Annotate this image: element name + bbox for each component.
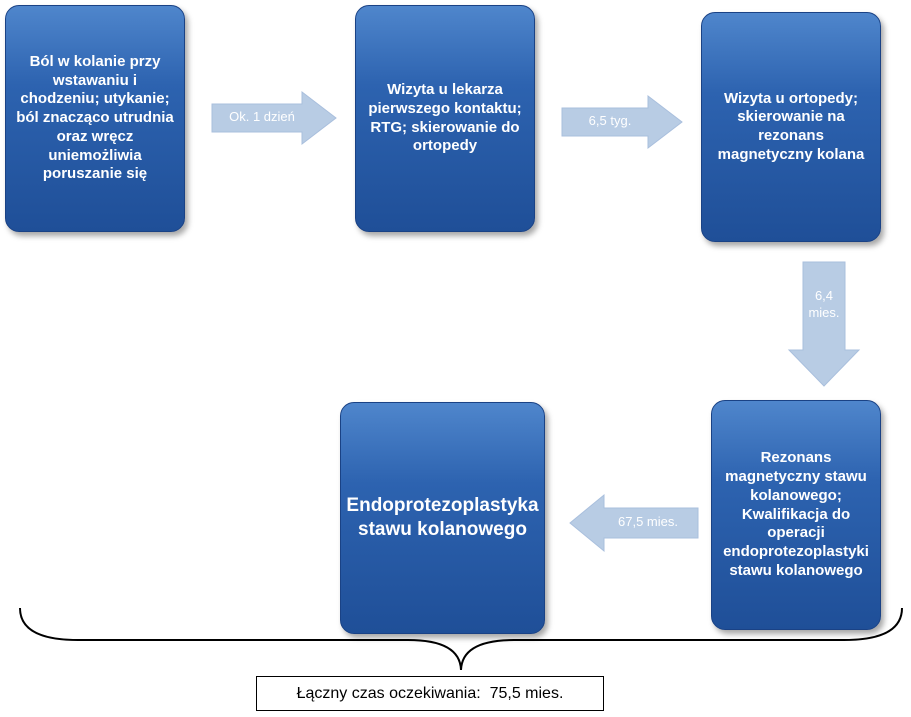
- arrow-mri-to-endoprosthesis-label: 67,5 mies.: [618, 514, 678, 529]
- step-box-pain: Ból w kolanie przy wstawaniu i chodzeniu…: [5, 5, 185, 232]
- arrow-orthopedist-to-mri: 6,4 mies.: [787, 261, 861, 387]
- total-waiting-time-text: Łączny czas oczekiwania: 75,5 mies.: [296, 684, 564, 702]
- arrow-mri-to-endoprosthesis: 67,5 mies.: [569, 493, 699, 553]
- step-endoprosthesis-text: Endoprotezoplastyka stawu kolanowego: [346, 495, 539, 540]
- step-box-mri-qualification: Rezonans magnetyczny stawu kolanowego; K…: [711, 400, 881, 630]
- curly-brace: [19, 607, 903, 671]
- step-box-endoprosthesis: Endoprotezoplastyka stawu kolanowego: [340, 402, 545, 634]
- step-pain-text: Ból w kolanie przy wstawaniu i chodzeniu…: [16, 52, 174, 183]
- arrow-right-shape: [561, 94, 683, 150]
- arrow-pain-to-gp: Ok. 1 dzień: [211, 90, 337, 146]
- step-gp-visit-text: Wizyta u lekarza pierwszego kontaktu; RT…: [368, 81, 522, 155]
- arrow-down-shape: [787, 261, 861, 387]
- arrow-gp-to-orthopedist-label: 6,5 tyg.: [588, 113, 632, 128]
- step-orthopedist-visit-text: Wizyta u ortopedy; skierowanie na rezona…: [717, 89, 865, 163]
- step-mri-qualification-text: Rezonans magnetyczny stawu kolanowego; K…: [723, 449, 869, 579]
- step-box-orthopedist-visit: Wizyta u ortopedy; skierowanie na rezona…: [701, 12, 881, 242]
- arrow-pain-to-gp-label: Ok. 1 dzień: [229, 109, 295, 124]
- total-waiting-time-box: Łączny czas oczekiwania: 75,5 mies.: [256, 676, 604, 711]
- step-box-gp-visit: Wizyta u lekarza pierwszego kontaktu; RT…: [355, 5, 535, 232]
- arrow-left-shape: [569, 493, 699, 553]
- arrow-gp-to-orthopedist: 6,5 tyg.: [561, 94, 683, 150]
- arrow-right-shape: [211, 90, 337, 146]
- arrow-orthopedist-to-mri-label: 6,4 mies.: [808, 288, 840, 320]
